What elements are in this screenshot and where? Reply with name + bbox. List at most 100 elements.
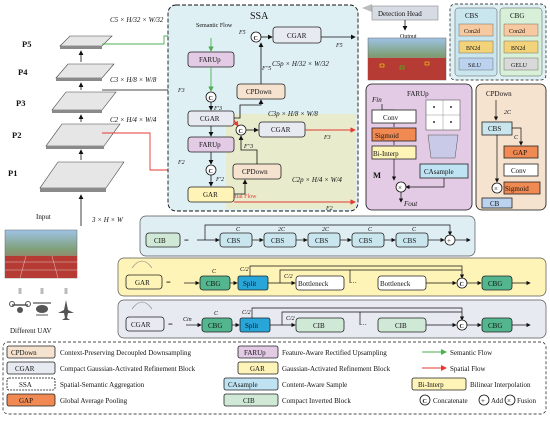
cpdown-cbs-label: CBS [488,125,501,133]
drone-icon [9,301,31,313]
f2-out-label: F2 [325,206,333,212]
cp3-shape: C3p × H/8 × W/8 [268,110,318,118]
cib-ch-5: C [412,227,417,233]
cgar-cbg-2: CBG [488,322,502,330]
pyramid-layer-p1 [39,161,125,192]
cgar-split: Split [245,322,258,330]
cbs-cbg-legend: CBS CBG Con2d BN2d SiLU Con2d BN2d GELU [449,3,547,81]
legend-abbr-7: GAP [19,397,33,405]
cpdown-2c-label: 2C [504,110,512,116]
svg-text:+: + [447,237,451,245]
farup-conv-label: Conv [383,114,399,122]
cib-ch-3: 2C [322,227,330,233]
m-label: M [373,170,381,180]
cgar-ch-c2: C/2 [242,310,251,316]
gar-dots: ··· [350,279,357,287]
cgar-top-block [272,26,322,44]
f3pp-label: F''3 [243,144,253,150]
gar-bottleneck-2: Bottleneck [380,280,411,288]
gar-bottleneck-1: Bottleneck [298,280,329,288]
input-shape: 3 × H × W [91,216,124,224]
uav-icons: Different UAV [9,288,74,335]
f3-label: F3 [177,88,185,94]
cbg-item-2: BN2d [511,46,525,52]
p1-label: P1 [8,168,17,178]
cpdown-c-label: C [514,135,519,141]
svg-text:×: × [507,397,511,405]
head-output: Output [400,34,417,40]
gar-block [187,186,235,203]
p5-label: P5 [22,39,31,49]
legend-text-4: Spatial-Semantic Aggregation [60,381,145,389]
fout-label: Fout [403,200,418,208]
cgar-right-label: CGAR [271,126,291,134]
legend-abbr-5: CAsample [228,381,258,389]
cpdown-cb-label: CB [490,200,500,208]
uav-caption: Different UAV [10,327,52,335]
svg-text:+: + [481,397,485,405]
cpdown-top-label: CPDown [246,88,272,96]
f3p-label: F'3 [213,106,222,112]
legend-abbr-1: FARUp [244,349,266,357]
concat-legend-icon [419,394,431,406]
cpdown-detail-title: CPDown [486,90,512,98]
svg-text:C: C [254,36,258,42]
f5-out-label: F5 [335,43,343,49]
legend-abbr-3: GAR [250,365,265,373]
add-legend-icon [478,394,490,406]
semantic-flow-label: Semantic Flow [196,23,233,29]
f5pp-label: F''5 [261,66,271,72]
cgar-row-name: CGAR [131,321,151,329]
legend-text-8: Compact Inverted Block [282,397,351,405]
f2-label: F2 [177,160,185,166]
cib-cbs-4: CBS [359,237,372,245]
gar-ch-c: C [212,269,217,275]
f2p-label: F'2 [215,177,224,183]
helicopter-icon [33,302,51,316]
farup-mid-label: FARUp [199,141,221,149]
feature-pyramid: P5 P4 P3 P2 P1 Input 3 × H × W [8,35,125,226]
cbs-item-1: Con2d [464,29,480,35]
bottom-legend: CPDown Context-Preserving Decoupled Down… [2,341,547,415]
cbs-item-3: SiLU [468,63,482,69]
svg-text:×: × [494,185,498,193]
casample-label: CAsample [424,168,454,176]
gar-label: GAR [203,191,218,199]
gar-cbg-2: CBG [488,280,502,288]
f5-label: F5 [238,30,246,36]
legend-text-1: Feature-Aware Rectified Upsampling [282,349,387,357]
legend-concat: Concatenate [433,397,468,405]
farup-sigmoid-label: Sigmoid [375,132,399,140]
cpdown-gap-label: GAP [513,149,527,157]
legend-abbr-6: Bi-Interp [418,381,444,389]
legend-text-2: Compact Gaussian-Activated Refinement Bl… [60,365,196,373]
fin-label: Fin [371,96,382,104]
farup-detail: FARUp Fin Conv Sigmoid Bi-Interp CAsampl… [365,83,473,211]
legend-fusion: Fusion [517,397,537,405]
cgar-cib-2: CIB [395,322,407,330]
f3-out-label: F3 [323,135,331,141]
c3-shape: C3 × H/8 × W/8 [110,76,157,84]
cib-cbs-2: CBS [271,237,284,245]
svg-text:C: C [209,96,213,102]
cib-row-eq: = [184,235,189,245]
farup-biinterp-label: Bi-Interp [373,150,399,158]
pyramid-layer-p3 [51,91,117,113]
ssa-title: SSA [250,11,269,22]
legend-abbr-2: CGAR [15,365,35,373]
cib-row: CIB = CBS CBS CBS CBS CBS + C 2C 2C C C [139,215,476,257]
c2-shape: C2 × H/4 × W/4 [110,116,157,124]
cpdown-sigmoid-label: Sigmoid [505,185,529,193]
legend-abbr-0: CPDown [11,349,37,357]
legend-semantic-flow: Semantic Flow [450,349,493,357]
legend-text-5: Content-Aware Sample [282,381,347,389]
cp2-shape: C2p × H/4 × W/4 [292,176,342,184]
spatial-flow-label: Spatial Flow [226,194,257,200]
cgar-ch-c2b: C/2 [286,316,295,322]
cib-cbs-3: CBS [315,237,328,245]
p3-label: P3 [16,98,25,108]
cib-cbs-5: CBS [403,237,416,245]
fusion-legend-icon [504,394,516,406]
cib-ch-1: C [236,227,241,233]
